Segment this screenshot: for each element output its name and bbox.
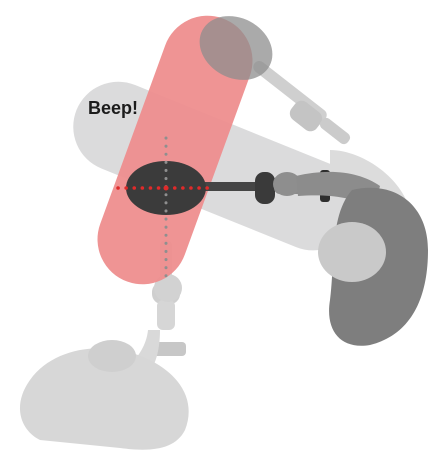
faded-handle [287, 97, 326, 134]
faded-grip [318, 116, 352, 146]
rear-head [88, 340, 136, 372]
front-head [318, 222, 386, 282]
beep-label: Beep! [88, 98, 138, 118]
front-fist [273, 172, 301, 196]
rear-grip [157, 300, 175, 330]
crosshair-center-dot [164, 186, 169, 191]
front-control-box [255, 172, 275, 204]
